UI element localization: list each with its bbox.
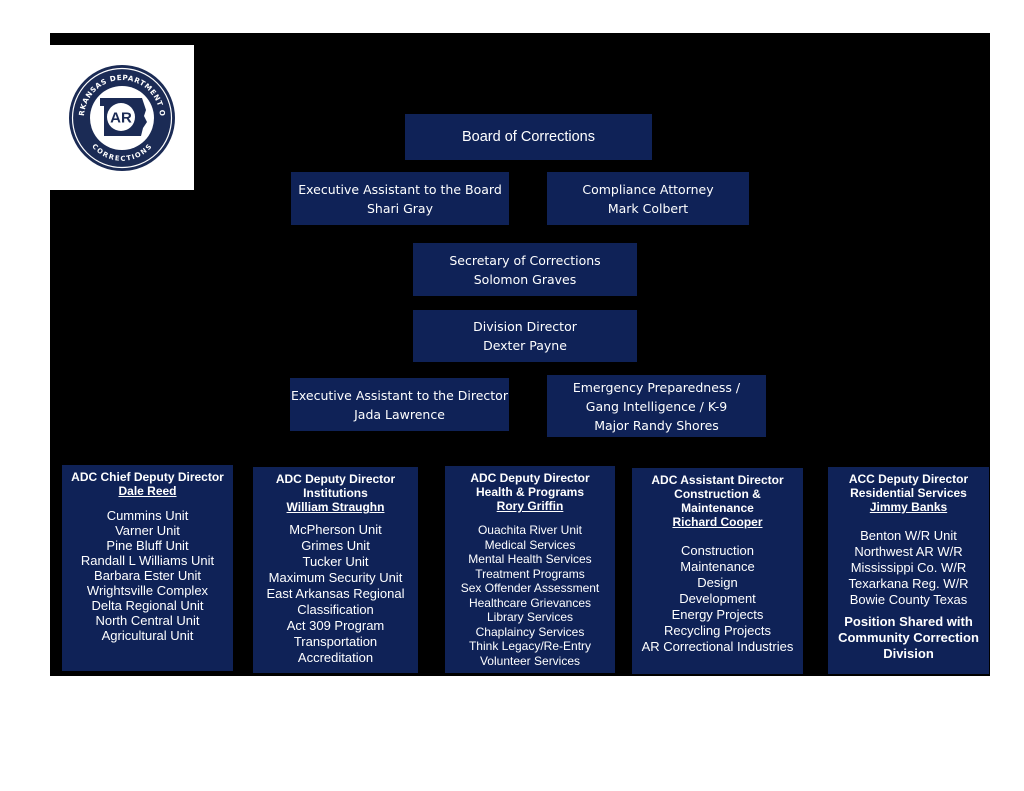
exec-assistant-director-name: Jada Lawrence xyxy=(354,406,445,422)
division-director-box: Division Director Dexter Payne xyxy=(413,310,637,362)
compliance-attorney-name: Mark Colbert xyxy=(607,200,689,216)
column-unit-list: Construction Maintenance Design Developm… xyxy=(632,543,803,655)
list-item: Agricultural Unit xyxy=(101,628,194,643)
column-heading: ADC Assistant Director xyxy=(651,473,784,487)
list-item: Texarkana Reg. W/R xyxy=(848,576,969,591)
column-heading: ADC Deputy Director xyxy=(275,472,396,486)
list-item: Chaplaincy Services xyxy=(475,624,585,639)
emergency-preparedness-box: Emergency Preparedness / Gang Intelligen… xyxy=(547,375,766,437)
list-item: Volunteer Services xyxy=(479,653,581,668)
emergency-name: Major Randy Shores xyxy=(594,417,719,433)
column-director-name: Richard Cooper xyxy=(672,515,763,529)
list-item: Barbara Ester Unit xyxy=(94,568,201,583)
list-item: McPherson Unit xyxy=(289,522,382,537)
list-item: Healthcare Grievances xyxy=(468,595,592,610)
compliance-attorney-title: Compliance Attorney xyxy=(582,181,714,197)
list-item: Randall L Williams Unit xyxy=(80,553,215,568)
list-item: Ouachita River Unit xyxy=(477,523,583,537)
logo-panel: ARKANSAS DEPARTMENT OF CORRECTIONS AR xyxy=(50,45,194,190)
division-director-name: Dexter Payne xyxy=(483,338,567,353)
secretary-box: Secretary of Corrections Solomon Graves xyxy=(413,243,637,296)
list-item: Act 309 Program xyxy=(286,618,385,633)
health-programs-column: ADC Deputy Director Health & Programs Ro… xyxy=(445,466,615,673)
column-unit-list: Benton W/R Unit Northwest AR W/R Mississ… xyxy=(828,528,989,608)
list-item: Tucker Unit xyxy=(302,554,369,569)
list-item: AR Correctional Industries xyxy=(641,639,794,654)
list-item: Classification xyxy=(297,602,374,617)
exec-assistant-director-title: Executive Assistant to the Director xyxy=(291,387,508,403)
board-of-corrections-box: Board of Corrections xyxy=(405,114,652,160)
institutions-column: ADC Deputy Director Institutions William… xyxy=(253,467,418,673)
list-item: Cummins Unit xyxy=(106,508,189,523)
list-item: Recycling Projects xyxy=(664,623,771,638)
emergency-line1: Emergency Preparedness / xyxy=(572,379,741,395)
column-unit-list: Cummins Unit Varner Unit Pine Bluff Unit… xyxy=(62,508,233,643)
column-heading: ADC Deputy Director xyxy=(470,471,590,485)
emergency-line2: Gang Intelligence / K-9 xyxy=(585,398,728,414)
list-item: Sex Offender Assessment xyxy=(460,581,600,595)
list-item: Pine Bluff Unit xyxy=(106,538,189,553)
exec-assistant-board-box: Executive Assistant to the Board Shari G… xyxy=(291,172,509,225)
list-item: Wrightsville Complex xyxy=(86,583,209,598)
list-item: Medical Services xyxy=(484,537,576,552)
adc-seal-logo: ARKANSAS DEPARTMENT OF CORRECTIONS AR xyxy=(68,64,175,171)
column-director-name: William Straughn xyxy=(286,500,385,514)
list-item: Think Legacy/Re-Entry xyxy=(468,639,592,653)
list-item: Benton W/R Unit xyxy=(860,528,957,543)
secretary-name: Solomon Graves xyxy=(473,271,577,287)
list-item: Maintenance xyxy=(680,559,755,574)
list-item: Treatment Programs xyxy=(475,566,585,581)
column-director-name: Rory Griffin xyxy=(496,499,564,513)
residential-services-column: ACC Deputy Director Residential Services… xyxy=(828,467,989,674)
list-item: Bowie County Texas xyxy=(849,592,968,607)
column-heading: ACC Deputy Director xyxy=(848,472,969,486)
list-item: North Central Unit xyxy=(95,613,200,628)
secretary-title: Secretary of Corrections xyxy=(449,252,601,268)
shared-position-note: Position Shared with Community Correctio… xyxy=(828,614,989,662)
exec-assistant-board-name: Shari Gray xyxy=(367,200,433,216)
exec-assistant-director-box: Executive Assistant to the Director Jada… xyxy=(290,378,509,431)
column-heading: ADC Chief Deputy Director xyxy=(71,470,224,484)
list-item: Transportation xyxy=(293,634,378,649)
exec-assistant-board-title: Executive Assistant to the Board xyxy=(298,181,502,197)
list-item: Development xyxy=(679,591,756,606)
column-subheading: Health & Programs xyxy=(475,485,585,499)
column-unit-list: McPherson Unit Grimes Unit Tucker Unit M… xyxy=(253,522,418,666)
column-unit-list: Ouachita River Unit Medical Services Men… xyxy=(445,523,615,668)
list-item: Grimes Unit xyxy=(301,538,370,553)
list-item: Library Services xyxy=(486,610,574,624)
note-line: Position Shared with xyxy=(844,614,973,629)
note-line: Community Correction xyxy=(838,630,979,645)
division-director-title: Division Director xyxy=(473,319,577,334)
list-item: Accreditation xyxy=(297,650,374,665)
compliance-attorney-box: Compliance Attorney Mark Colbert xyxy=(547,172,749,225)
list-item: Delta Regional Unit xyxy=(91,598,204,613)
list-item: Construction xyxy=(681,543,754,558)
column-subheading: Maintenance xyxy=(681,501,754,515)
list-item: Mental Health Services xyxy=(468,552,592,566)
note-line: Division xyxy=(883,646,934,661)
list-item: Design xyxy=(697,575,738,590)
list-item: Energy Projects xyxy=(671,607,764,622)
svg-text:AR: AR xyxy=(110,110,132,127)
column-director-name: Jimmy Banks xyxy=(869,500,948,514)
column-subheading: Institutions xyxy=(303,486,368,500)
column-director-name: Dale Reed xyxy=(118,484,177,498)
chief-deputy-director-column: ADC Chief Deputy Director Dale Reed Cumm… xyxy=(62,465,233,671)
list-item: Varner Unit xyxy=(115,523,180,538)
column-subheading: Construction & xyxy=(674,487,761,501)
list-item: Maximum Security Unit xyxy=(268,570,403,585)
list-item: Northwest AR W/R xyxy=(854,544,963,559)
board-title: Board of Corrections xyxy=(462,128,595,145)
column-subheading: Residential Services xyxy=(850,486,967,500)
list-item: Mississippi Co. W/R xyxy=(850,560,967,575)
construction-maintenance-column: ADC Assistant Director Construction & Ma… xyxy=(632,468,803,674)
list-item: East Arkansas Regional xyxy=(266,586,405,601)
